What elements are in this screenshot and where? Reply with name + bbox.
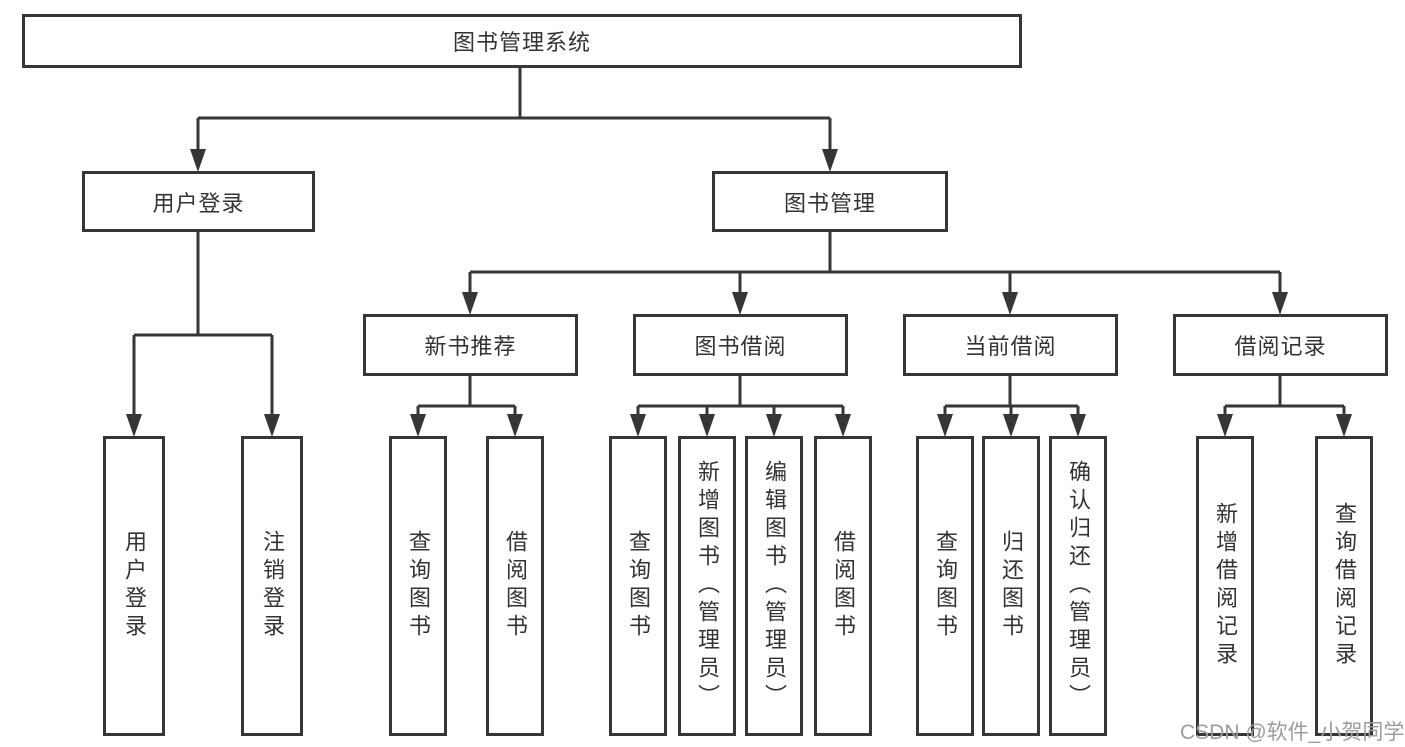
- node-book-borrowing-label: 图书借阅: [694, 334, 787, 359]
- node-book-management: 图书管理: [712, 171, 948, 232]
- leaf-user-login: 用户登录: [103, 436, 165, 736]
- node-book-management-label: 图书管理: [783, 190, 876, 216]
- leaf-nbr-borrow-books-label: 借阅图书: [503, 530, 528, 642]
- leaf-bb-borrow-books-label: 借阅图书: [831, 530, 856, 642]
- leaf-bb-edit-books-admin: 编辑图书（管理员）: [745, 436, 803, 736]
- leaf-br-query-record: 查询借阅记录: [1315, 436, 1373, 736]
- node-book-borrowing: 图书借阅: [633, 314, 848, 376]
- leaf-logout-label: 注销登录: [260, 530, 285, 642]
- node-user-login-label: 用户登录: [152, 190, 245, 216]
- leaf-bb-add-books-admin-label: 新增图书（管理员）: [695, 460, 720, 712]
- leaf-cb-confirm-return-admin: 确认归还（管理员）: [1049, 436, 1107, 736]
- leaf-bb-query-books: 查询图书: [609, 436, 667, 736]
- leaf-nbr-borrow-books: 借阅图书: [486, 436, 544, 736]
- node-current-borrowing: 当前借阅: [903, 314, 1118, 376]
- node-borrow-records-label: 借阅记录: [1234, 334, 1327, 359]
- node-user-login: 用户登录: [82, 171, 315, 232]
- leaf-cb-return-books: 归还图书: [982, 436, 1040, 736]
- leaf-bb-add-books-admin: 新增图书（管理员）: [678, 436, 736, 736]
- leaf-br-query-record-label: 查询借阅记录: [1332, 502, 1357, 670]
- node-root: 图书管理系统: [22, 14, 1022, 68]
- leaf-user-login-label: 用户登录: [122, 530, 147, 642]
- leaf-cb-query-books-label: 查询图书: [933, 530, 958, 642]
- leaf-nbr-query-books-label: 查询图书: [406, 530, 431, 642]
- leaf-br-add-record-label: 新增借阅记录: [1213, 502, 1238, 670]
- leaf-logout: 注销登录: [241, 436, 303, 736]
- leaf-bb-borrow-books: 借阅图书: [814, 436, 872, 736]
- node-borrow-records: 借阅记录: [1173, 314, 1388, 376]
- leaf-cb-return-books-label: 归还图书: [999, 530, 1024, 642]
- node-current-borrowing-label: 当前借阅: [964, 334, 1057, 359]
- leaf-cb-query-books: 查询图书: [916, 436, 974, 736]
- leaf-cb-confirm-return-admin-label: 确认归还（管理员）: [1066, 460, 1091, 712]
- leaf-bb-edit-books-admin-label: 编辑图书（管理员）: [762, 460, 787, 712]
- node-root-label: 图书管理系统: [452, 30, 591, 55]
- leaf-nbr-query-books: 查询图书: [389, 436, 447, 736]
- node-new-book-recommend: 新书推荐: [363, 314, 578, 376]
- leaf-br-add-record: 新增借阅记录: [1196, 436, 1254, 736]
- node-new-book-recommend-label: 新书推荐: [424, 334, 517, 359]
- leaf-bb-query-books-label: 查询图书: [626, 530, 651, 642]
